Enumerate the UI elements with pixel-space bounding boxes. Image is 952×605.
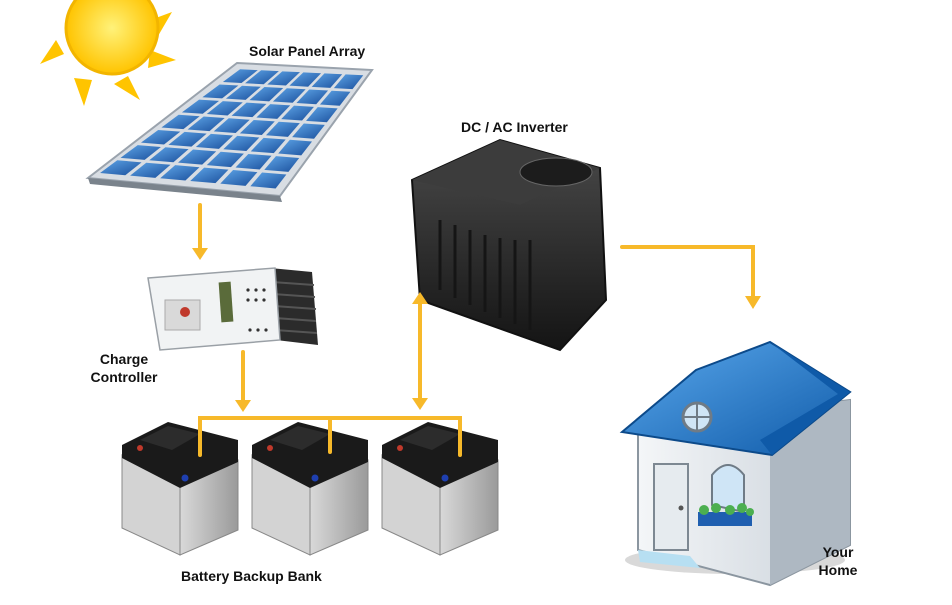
sun-icon: [40, 0, 176, 106]
solar-cell: [250, 172, 287, 189]
solar-cell: [311, 73, 343, 88]
house-icon: [619, 340, 852, 587]
solar-cell: [264, 156, 300, 172]
solar-cell: [149, 147, 189, 163]
solar-cell: [292, 123, 325, 139]
solar-cell: [100, 160, 142, 176]
solar-cell: [223, 135, 260, 152]
charge-controller-label: Charge Controller: [88, 350, 160, 386]
battery-bus-line: [198, 416, 462, 457]
your-home-label-line2: Home: [818, 562, 858, 578]
solar-cell: [235, 153, 272, 170]
solar-cell: [160, 165, 200, 181]
your-home-label-line1: Your: [822, 544, 854, 560]
charge-controller-icon: [147, 267, 318, 351]
arrow-down-icon: [192, 248, 208, 260]
arrow-down-icon: [412, 398, 428, 410]
solar-cell: [120, 145, 161, 160]
solar-cell: [281, 105, 314, 121]
solar-cell: [267, 71, 300, 86]
battery-icon: [121, 422, 239, 556]
solar-cell: [250, 137, 286, 154]
solar-cell: [130, 162, 171, 178]
solar-cell: [220, 170, 258, 186]
dc-ac-inverter-label: DC / AC Inverter: [461, 119, 568, 135]
battery-icon: [251, 422, 369, 556]
battery-backup-bank-label: Battery Backup Bank: [181, 568, 322, 584]
solar-cell: [195, 133, 233, 149]
solar-cell: [319, 90, 351, 106]
solar-cell: [181, 99, 220, 114]
solar-cell: [256, 104, 291, 119]
solar-cell: [265, 121, 300, 137]
solar-cell: [289, 72, 322, 87]
solar-cell: [222, 69, 258, 84]
solar-cell: [206, 101, 243, 116]
solar-cell: [178, 149, 217, 165]
your-home-label: Your Home: [812, 543, 864, 579]
inverter-to-home-line: [620, 245, 755, 302]
connectors: [198, 203, 755, 457]
solar-cell: [239, 119, 275, 135]
battery-icon: [381, 422, 499, 556]
solar-panel-array-label: Solar Panel Array: [249, 43, 366, 59]
solar-cell: [272, 88, 306, 103]
solar-cell: [225, 85, 261, 100]
solar-cell: [140, 129, 181, 145]
solar-cell: [296, 89, 329, 105]
solar-cell: [306, 107, 338, 123]
solar-cell: [190, 167, 229, 184]
solar-cell: [278, 139, 313, 156]
arrow-down-icon: [745, 296, 761, 309]
solar-cell: [187, 116, 225, 132]
solar-cell: [206, 151, 244, 168]
solar-cell: [333, 74, 364, 90]
solar-cell: [202, 84, 239, 99]
arrowheads: [192, 248, 761, 412]
battery-bank: [121, 422, 499, 556]
arrow-down-icon: [235, 400, 251, 412]
charge-controller-label-line1: Charge: [99, 351, 149, 367]
solar-cell: [168, 131, 207, 147]
solar-cell: [161, 114, 200, 130]
inverter-icon: [410, 138, 608, 352]
arrow-up-icon: [412, 292, 428, 304]
solar-cell: [213, 118, 250, 134]
solar-cell: [245, 70, 279, 85]
solar-cell: [231, 102, 267, 118]
solar-panel-icon: [85, 61, 374, 202]
charge-controller-label-line2: Controller: [90, 369, 158, 385]
solar-cell: [249, 86, 284, 102]
